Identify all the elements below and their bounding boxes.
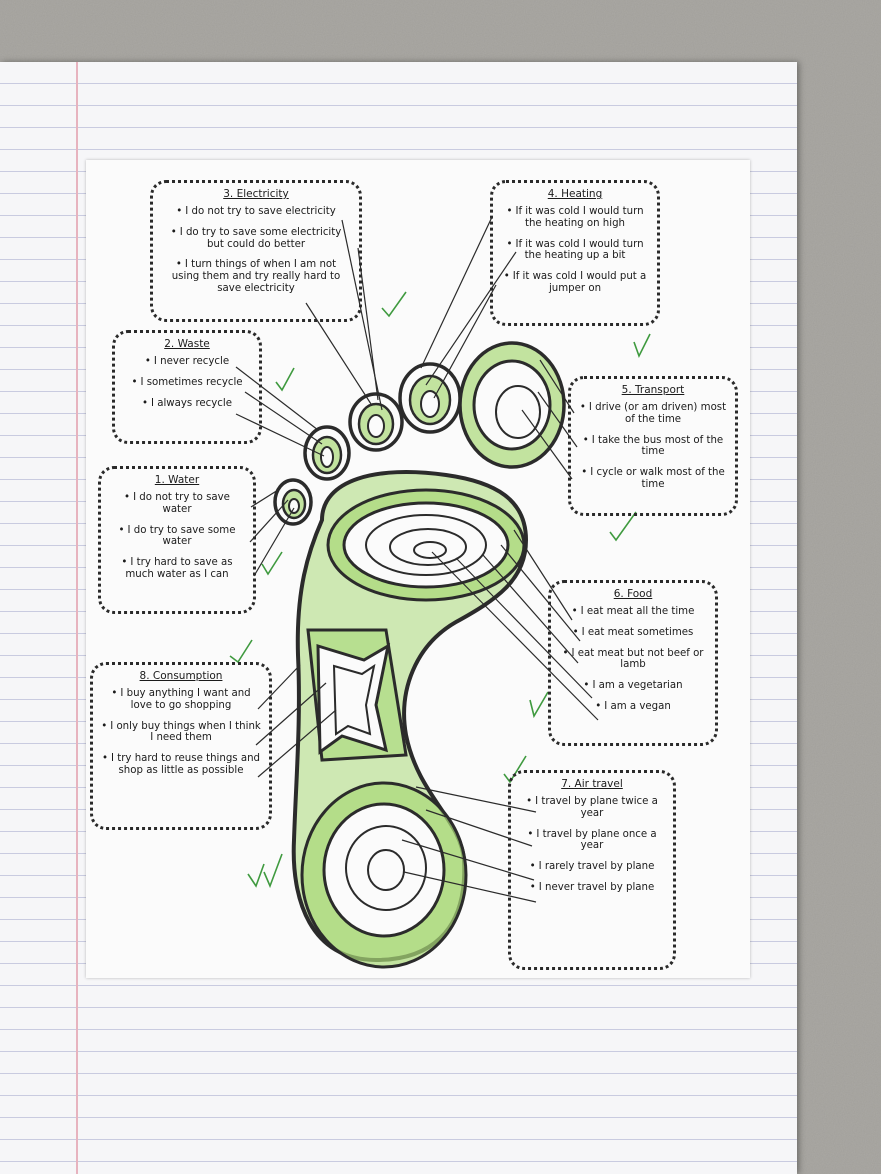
electricity-box: 3. Electricity •I do not try to save ele…: [150, 180, 362, 322]
consumption-title: 8. Consumption: [139, 670, 223, 682]
list-item: •I do not try to save electricity: [176, 206, 336, 218]
water-title: 1. Water: [154, 474, 200, 486]
list-item: •I eat meat but not beef or lamb: [562, 647, 704, 671]
tick-mark: [261, 551, 283, 576]
list-item: •I travel by plane once a year: [527, 828, 657, 852]
toe-water-inner: [288, 498, 300, 514]
consumption-box: 8. Consumption •I buy anything I want an…: [90, 662, 272, 830]
footprint-diagram: [229, 216, 651, 969]
heel-ring-core: [367, 849, 405, 891]
list-item: •If it was cold I would turn the heating…: [506, 238, 644, 262]
food-title: 6. Food: [613, 588, 653, 600]
toe-waste-inner: [320, 446, 334, 468]
margin-line: [76, 62, 78, 1174]
list-item: •I am a vegetarian: [583, 679, 683, 691]
electricity-title: 3. Electricity: [223, 188, 289, 200]
list-item: •I sometimes recycle: [131, 376, 243, 388]
arch-star-inner: [332, 663, 376, 736]
air-travel-title: 7. Air travel: [561, 778, 623, 790]
list-item: •I rarely travel by plane: [529, 860, 655, 872]
tick-mark: [633, 333, 651, 359]
list-item: •If it was cold I would put a jumper on: [503, 270, 647, 294]
water-box: 1. Water •I do not try to save water •I …: [98, 466, 256, 614]
tick-mark: [275, 367, 295, 392]
tick-mark: [609, 511, 637, 542]
waste-title: 2. Waste: [164, 338, 210, 350]
toe-transport-inner: [495, 385, 541, 439]
ball-ring-core: [413, 541, 447, 559]
transport-box: 5. Transport •I drive (or am driven) mos…: [568, 376, 738, 516]
list-item: •I eat meat sometimes: [572, 626, 694, 638]
list-item: •I am a vegan: [595, 700, 671, 712]
list-item: •I try hard to reuse things and shop as …: [101, 752, 260, 776]
list-item: •I only buy things when I think I need t…: [101, 720, 261, 744]
list-item: •I eat meat all the time: [571, 606, 695, 618]
list-item: •I try hard to save as much water as I c…: [121, 556, 233, 580]
heating-box: 4. Heating •If it was cold I would turn …: [490, 180, 660, 326]
list-item: •I travel by plane twice a year: [526, 796, 658, 819]
toe-transport-mid: [472, 359, 552, 451]
list-item: •I do not try to save water: [124, 492, 230, 515]
list-item: •I do try to save some water: [118, 524, 236, 548]
list-item: •I turn things of when I am not using th…: [171, 259, 341, 294]
worksheet: 3. Electricity •I do not try to save ele…: [86, 160, 750, 978]
waste-box: 2. Waste •I never recycle •I sometimes r…: [112, 330, 262, 444]
ball-ring-4: [389, 528, 467, 566]
list-item: •I take the bus most of the time: [582, 434, 724, 458]
list-item: •I drive (or am driven) most of the time: [579, 402, 727, 425]
list-item: •I do try to save some electricity but c…: [170, 226, 342, 250]
tick-mark: [381, 291, 407, 318]
tick-mark: [229, 639, 253, 664]
transport-title: 5. Transport: [621, 384, 685, 396]
list-item: •I never travel by plane: [529, 881, 655, 893]
tick-mark: [247, 853, 283, 889]
ball-ring-3: [365, 514, 487, 576]
food-box: 6. Food •I eat meat all the time •I eat …: [548, 580, 718, 746]
heating-title: 4. Heating: [547, 188, 603, 200]
list-item: •I cycle or walk most of the time: [581, 466, 725, 490]
list-item: •I never recycle: [144, 356, 230, 368]
list-item: •I always recycle: [141, 397, 233, 409]
arch-star: [316, 643, 391, 755]
tick-mark: [529, 691, 549, 719]
air-travel-box: 7. Air travel •I travel by plane twice a…: [508, 770, 676, 970]
heel-ring-3: [345, 825, 427, 911]
list-item: •I buy anything I want and love to go sh…: [111, 688, 251, 711]
list-item: •If it was cold I would turn the heating…: [506, 206, 644, 229]
toe-electricity-inner: [367, 414, 385, 438]
